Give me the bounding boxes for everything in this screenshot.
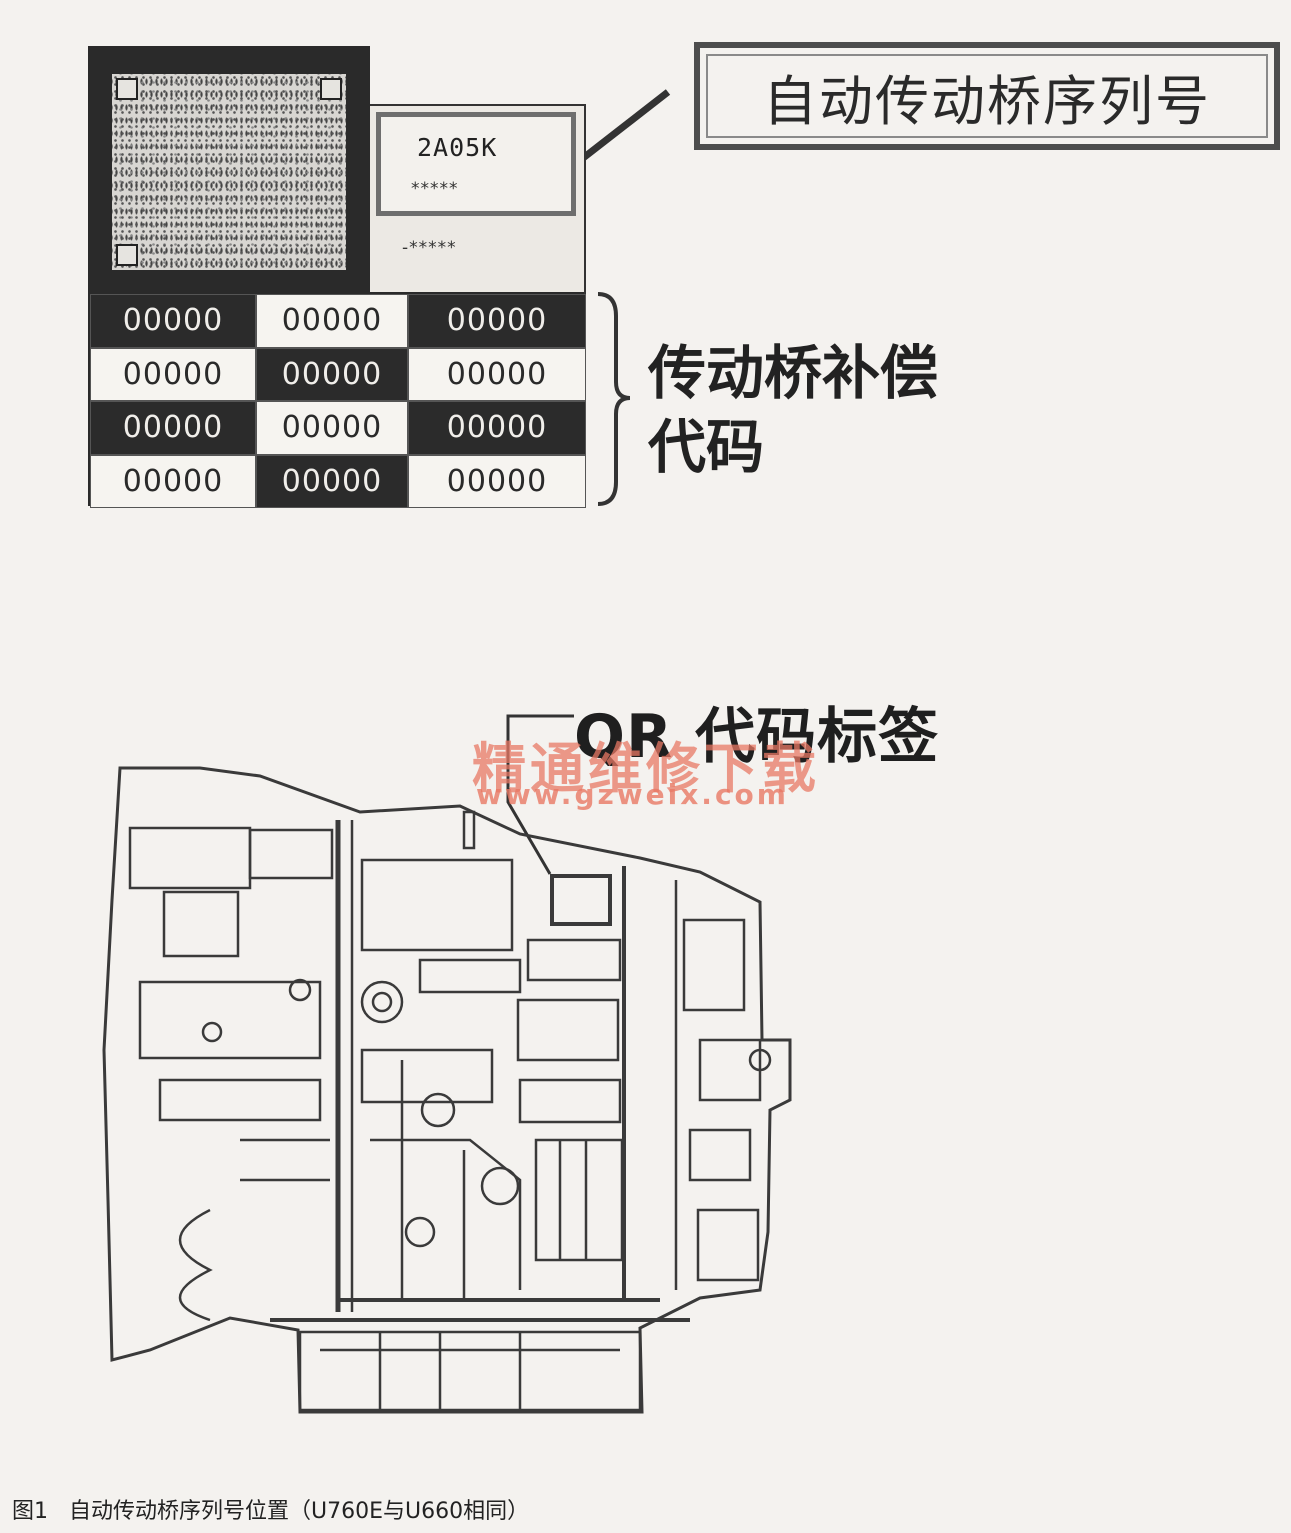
serial-number-callout: 自动传动桥序列号 (694, 42, 1280, 150)
code-cell: 00000 (256, 401, 408, 455)
code-cell: 00000 (90, 294, 256, 348)
code-cell: 00000 (256, 454, 408, 508)
code-cell: 00000 (408, 294, 586, 348)
serial-code: 2A05K (417, 133, 498, 162)
qr-finder-mark (320, 78, 342, 100)
serial-stars-secondary: -***** (402, 238, 457, 258)
transmission-drawing (102, 766, 792, 1414)
compensation-code-label-line1: 传动桥补偿 (648, 339, 939, 407)
qr-leader-line (506, 714, 574, 875)
watermark-text: 精通维修下载 (472, 737, 820, 800)
qr-finder-mark (116, 78, 138, 100)
serial-number-box: 2A05K ***** (376, 112, 576, 216)
serial-number-callout-text: 自动传动桥序列号 (763, 69, 1211, 133)
code-cell: 00000 (408, 347, 586, 401)
code-cell: 00000 (408, 454, 586, 508)
qr-code-label-callout: QR 代码标签 (574, 702, 940, 772)
code-cell: 00000 (256, 347, 408, 401)
compensation-code-label: 传动桥补偿 代码 (648, 336, 988, 484)
qr-finder-mark (116, 244, 138, 266)
code-cell: 00000 (90, 454, 256, 508)
qr-code-frame (88, 46, 370, 292)
code-cell: 00000 (408, 401, 586, 455)
compensation-code-grid: 00000 00000 00000 00000 00000 00000 0000… (88, 292, 586, 508)
serial-stars: ***** (411, 179, 459, 199)
code-cell: 00000 (90, 347, 256, 401)
code-cell: 00000 (90, 401, 256, 455)
serial-leader-line (575, 89, 671, 165)
compensation-code-label-line2: 代码 (648, 413, 765, 481)
qr-code (112, 74, 346, 270)
watermark-url: www.gzweix.com (476, 778, 789, 811)
figure-caption: 图1 自动传动桥序列号位置（U760E与U660相同） (12, 1499, 530, 1524)
callout-inner-border (706, 54, 1268, 138)
compensation-bracket (597, 292, 631, 506)
code-cell: 00000 (256, 294, 408, 348)
